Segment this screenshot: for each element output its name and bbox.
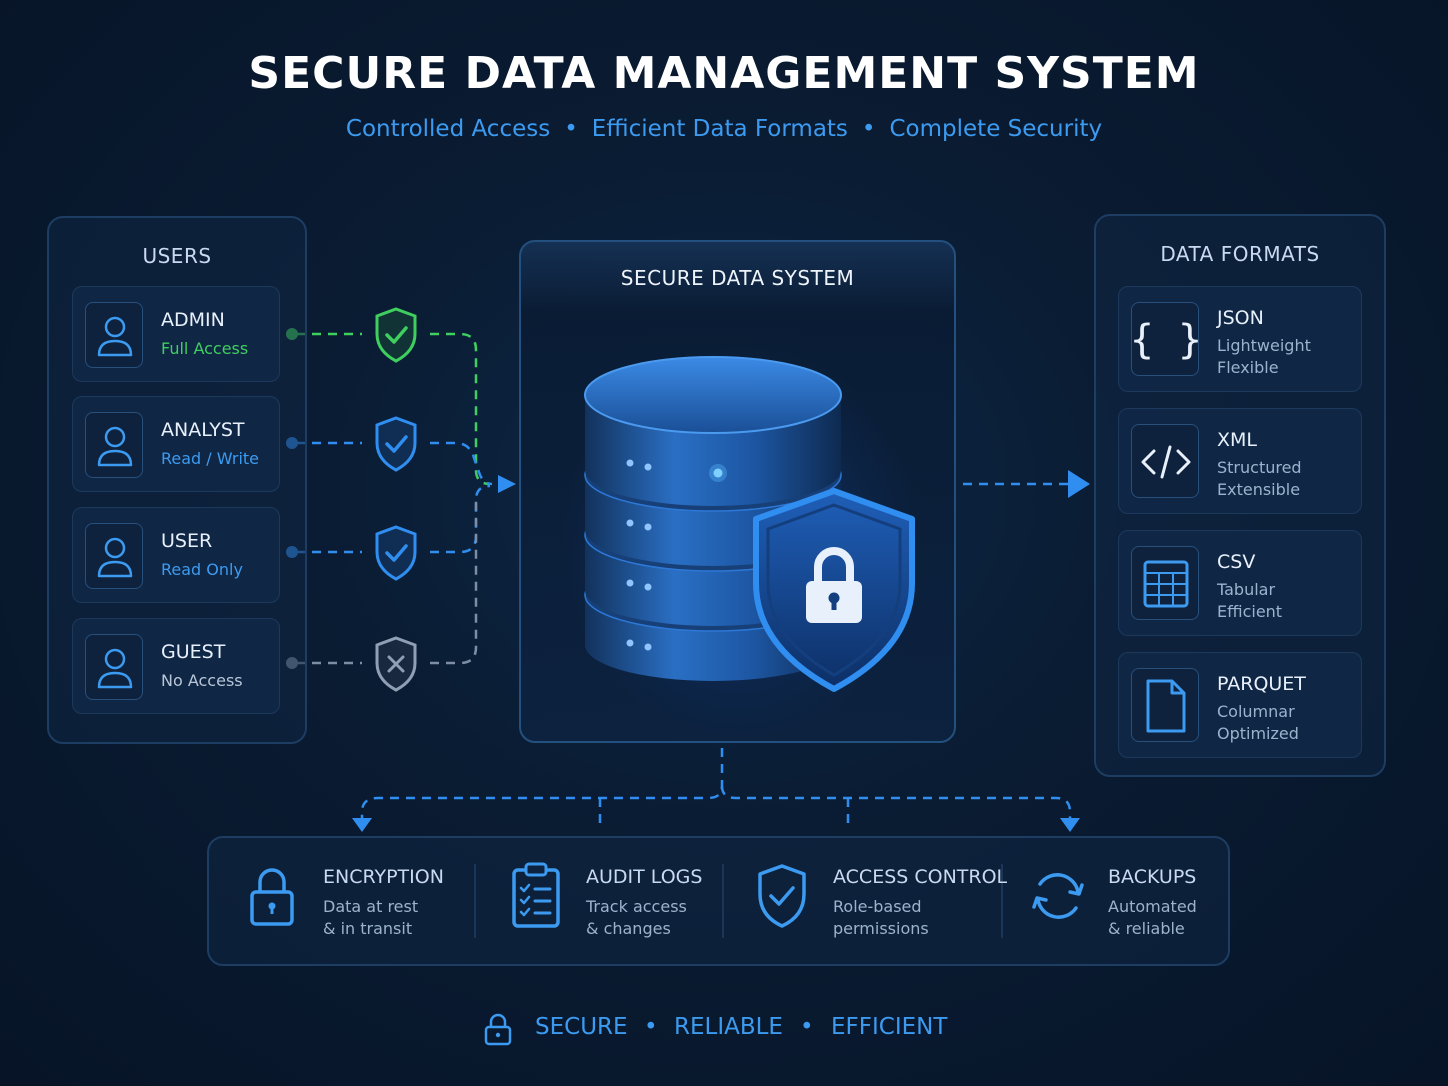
user-role-name: ANALYST xyxy=(161,419,245,441)
shield-lock-icon xyxy=(753,488,915,692)
feature-desc-line1: Track access xyxy=(586,897,687,916)
lock-icon xyxy=(250,868,294,926)
user-role-name: GUEST xyxy=(161,641,226,663)
format-desc-line2: Efficient xyxy=(1217,602,1283,621)
feature-desc-line2: & in transit xyxy=(323,919,413,938)
shield-check-icon xyxy=(758,864,806,928)
user-access-level: Read / Write xyxy=(161,449,260,468)
user-card-analyst[interactable]: ANALYST Read / Write xyxy=(72,396,280,492)
subtitle-item: Controlled Access xyxy=(345,116,551,142)
format-desc-line1: Structured xyxy=(1217,458,1302,477)
formats-panel-title: DATA FORMATS xyxy=(1160,242,1320,266)
feature-name: ACCESS CONTROL xyxy=(833,866,1008,888)
format-name: XML xyxy=(1217,429,1257,451)
format-card-csv[interactable]: CSV Tabular Efficient xyxy=(1118,530,1362,636)
user-role-name: USER xyxy=(161,530,213,552)
format-card-xml[interactable]: XML Structured Extensible xyxy=(1118,408,1362,514)
page-title: SECURE DATA MANAGEMENT SYSTEM xyxy=(248,48,1200,99)
user-icon xyxy=(85,412,143,478)
divider xyxy=(1001,864,1003,938)
braces-icon: { } xyxy=(1131,302,1200,376)
format-name: CSV xyxy=(1217,551,1256,573)
subtitle-separator: • xyxy=(564,116,578,142)
database-lock-icon xyxy=(584,356,915,692)
format-desc-line2: Optimized xyxy=(1217,724,1299,743)
feature-name: AUDIT LOGS xyxy=(586,866,703,888)
format-desc-line1: Columnar xyxy=(1217,702,1295,721)
guest-connector xyxy=(430,500,478,665)
table-icon xyxy=(1131,546,1199,620)
feature-name: BACKUPS xyxy=(1108,866,1197,888)
divider xyxy=(474,864,476,938)
user-card-user[interactable]: USER Read Only xyxy=(72,507,280,603)
footer-item: EFFICIENT xyxy=(831,1014,948,1040)
format-name: PARQUET xyxy=(1217,673,1306,695)
code-tag-icon xyxy=(1131,424,1199,498)
clipboard-list-icon xyxy=(512,862,560,928)
subtitle-item: Efficient Data Formats xyxy=(591,116,848,142)
subtitle-item: Complete Security xyxy=(889,116,1103,142)
feature-desc-line2: & changes xyxy=(586,919,671,938)
format-name: JSON xyxy=(1217,307,1264,329)
format-card-json[interactable]: { } JSON Lightweight Flexible xyxy=(1118,286,1362,392)
footer-item: RELIABLE xyxy=(674,1014,783,1040)
user-connector xyxy=(430,484,491,554)
database-layer xyxy=(584,356,842,506)
file-icon xyxy=(1131,668,1199,742)
user-access-level: No Access xyxy=(161,671,243,690)
footer-item: SECURE xyxy=(535,1014,628,1040)
feature-connector xyxy=(720,785,1072,822)
format-desc-line2: Flexible xyxy=(1217,358,1279,377)
user-card-guest[interactable]: GUEST No Access xyxy=(72,618,280,714)
admin-connector xyxy=(430,332,491,486)
format-desc-line2: Extensible xyxy=(1217,480,1301,499)
shield-check-icon xyxy=(375,416,417,472)
feature-name: ENCRYPTION xyxy=(323,866,444,888)
feature-desc-line1: Automated xyxy=(1108,897,1197,916)
feature-desc-line2: permissions xyxy=(833,919,929,938)
user-access-level: Read Only xyxy=(161,560,243,579)
arrow-backups xyxy=(1060,818,1080,832)
footer-tagline: SECURE • RELIABLE • EFFICIENT xyxy=(0,1012,1448,1046)
svg-text:{ }: { } xyxy=(1132,317,1200,363)
feature-desc-line1: Role-based xyxy=(833,897,922,916)
shield-check-icon xyxy=(375,307,417,363)
format-desc-line1: Tabular xyxy=(1217,580,1276,599)
feature-desc-line2: & reliable xyxy=(1108,919,1185,938)
shield-check-icon xyxy=(375,525,417,581)
lock-icon xyxy=(484,1013,512,1046)
shield-x-icon xyxy=(375,636,417,692)
user-icon xyxy=(85,523,143,589)
users-panel-title: USERS xyxy=(142,244,212,268)
refresh-icon xyxy=(1032,873,1084,919)
format-desc-line1: Lightweight xyxy=(1217,336,1311,355)
user-icon xyxy=(85,634,143,700)
subtitle: Controlled Access • Efficient Data Formats… xyxy=(0,116,1448,142)
arrow-into-system xyxy=(498,475,516,493)
arrow-encryption xyxy=(352,818,372,832)
security-features-panel xyxy=(207,836,1230,966)
footer-separator: • xyxy=(800,1014,814,1040)
analyst-connector xyxy=(430,441,493,486)
user-role-name: ADMIN xyxy=(161,309,225,331)
divider xyxy=(722,864,724,938)
arrow-into-formats xyxy=(1068,470,1090,498)
feature-desc-line1: Data at rest xyxy=(323,897,419,916)
user-card-admin[interactable]: ADMIN Full Access xyxy=(72,286,280,382)
subtitle-separator: • xyxy=(861,116,876,142)
footer-separator: • xyxy=(644,1014,658,1040)
format-card-parquet[interactable]: PARQUET Columnar Optimized xyxy=(1118,652,1362,758)
user-icon xyxy=(85,302,143,368)
center-panel-title: SECURE DATA SYSTEM xyxy=(620,266,855,290)
user-access-level: Full Access xyxy=(161,339,249,358)
feature-connector xyxy=(360,748,724,822)
